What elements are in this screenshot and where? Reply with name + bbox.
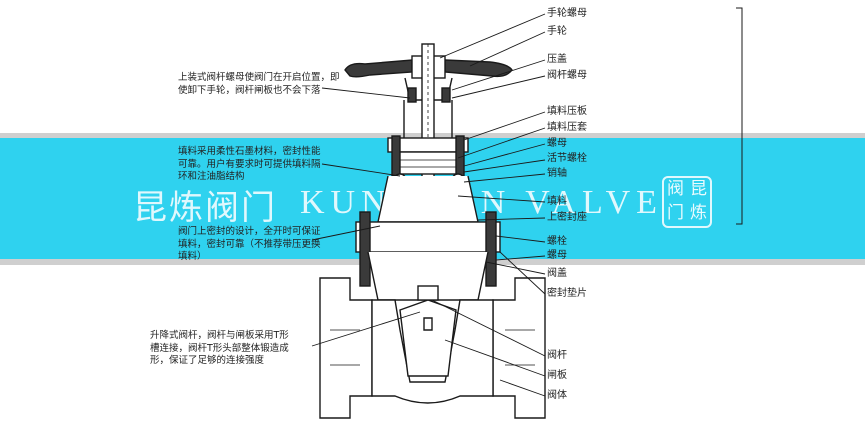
part-label: 销轴	[547, 168, 567, 179]
part-label: 闸板	[547, 370, 567, 381]
watermark-brand-cn: 昆炼阀门	[133, 188, 277, 228]
part-label: 阀体	[547, 390, 567, 401]
note-upper-seal: 阀门上密封的设计，全开时可保证 填料，密封可靠（不推荐带压更换 填料）	[178, 226, 321, 262]
part-label: 螺母	[547, 138, 567, 149]
part-label: 上密封座	[547, 212, 587, 223]
note-packing: 填料采用柔性石墨材料，密封性能 可靠。用户有要求时可提供填料隔 环和注油脂结构	[178, 146, 321, 182]
part-label: 活节螺栓	[547, 153, 587, 164]
part-label: 填料	[547, 196, 567, 207]
part-label: 阀杆螺母	[547, 70, 587, 81]
watermark-seal: 阀 昆 门 炼	[662, 176, 712, 228]
seal-char: 阀	[667, 179, 684, 199]
part-label: 密封垫片	[547, 288, 587, 299]
part-label: 填料压套	[547, 122, 587, 133]
label-bracket	[736, 7, 743, 225]
seal-char: 昆	[690, 179, 707, 199]
part-label: 压盖	[547, 54, 567, 65]
seal-char: 炼	[690, 203, 707, 223]
part-label: 螺母	[547, 250, 567, 261]
part-label: 手轮螺母	[547, 8, 587, 19]
leader-lines	[311, 13, 546, 397]
seal-char: 门	[667, 203, 684, 223]
part-label: 螺栓	[547, 236, 567, 247]
part-label: 阀盖	[547, 268, 567, 279]
part-label: 阀杆	[547, 350, 567, 361]
note-rising-stem: 升降式阀杆，阀杆与闸板采用T形 槽连接，阀杆T形头部整体锻造成 形，保证了足够的…	[150, 330, 289, 366]
part-label: 手轮	[547, 26, 567, 37]
valve-body	[319, 277, 546, 419]
part-label: 填料压板	[547, 106, 587, 117]
bonnet	[355, 175, 501, 301]
note-top-nut: 上装式阀杆螺母使阀门在开启位置，即 使卸下手轮，阀杆闸板也不会下落	[178, 72, 340, 96]
